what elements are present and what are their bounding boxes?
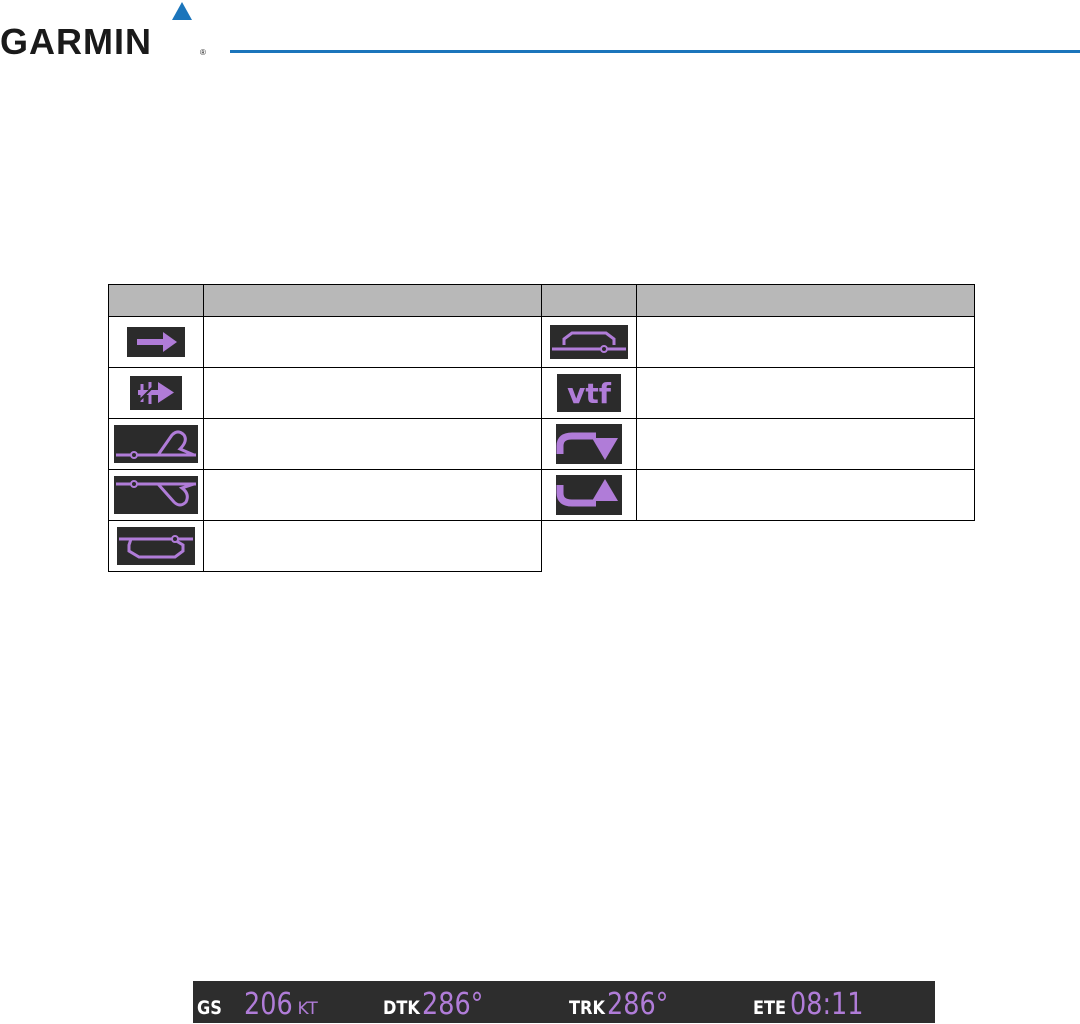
vtf-icon: vtf [557, 374, 621, 412]
turn-right-arrow-icon [556, 424, 622, 464]
logo-text: GARMIN [0, 21, 152, 62]
table-cell-description [636, 469, 975, 521]
table-header-cell [541, 284, 637, 317]
direct-to-arrow-icon [127, 327, 185, 357]
table-cell-icon [541, 418, 637, 470]
table-row: vtf [108, 367, 975, 419]
racetrack-hold-right-icon [550, 325, 628, 359]
time-enroute-field: ETE 08:11 [753, 987, 876, 1022]
header-rule [230, 50, 1080, 53]
icon-table: vtf [108, 284, 975, 572]
table-header-cell [108, 284, 204, 317]
table-header-row [108, 284, 975, 317]
racetrack-hold-left-icon [117, 527, 195, 565]
time-enroute-value: 08:11 [789, 987, 864, 1022]
table-header-cell [203, 284, 542, 317]
table-cell-icon [108, 367, 204, 419]
table-row [108, 469, 975, 521]
table-cell-icon: vtf [541, 367, 637, 419]
table-cell-empty [637, 521, 975, 572]
table-row [108, 520, 975, 572]
table-cell-empty [542, 521, 637, 572]
procedure-turn-left-icon [114, 425, 198, 463]
logo-registered-mark: ® [200, 48, 206, 57]
table-cell-icon [108, 418, 204, 470]
desired-track-label: DTK [383, 997, 420, 1019]
groundspeed-field: GS 206 KT [197, 987, 318, 1022]
groundspeed-value: 206 [244, 987, 293, 1022]
table-cell-description [636, 367, 975, 419]
table-cell-description [636, 316, 975, 368]
groundspeed-label: GS [197, 997, 222, 1019]
table-cell-icon [108, 316, 204, 368]
table-cell-description [203, 367, 542, 419]
table-cell-icon [108, 520, 204, 572]
table-cell-description [203, 520, 542, 572]
table-cell-description [203, 469, 542, 521]
table-row [108, 316, 975, 368]
table-row [108, 418, 975, 470]
track-label: TRK [569, 997, 605, 1019]
garmin-logo: GARMIN ® [0, 0, 220, 62]
procedure-turn-right-icon [114, 476, 198, 514]
navigation-status-bar: GS 206 KT DTK 286° TRK 286° ETE 08:11 [193, 981, 935, 1023]
desired-track-field: DTK 286° [383, 987, 495, 1022]
track-field: TRK 286° [569, 987, 680, 1022]
crossed-arrow-icon [130, 376, 182, 410]
table-cell-description [203, 418, 542, 470]
track-value: 286° [607, 987, 669, 1022]
table-header-cell [636, 284, 975, 317]
turn-left-arrow-icon [556, 475, 622, 515]
table-cell-description [636, 418, 975, 470]
vtf-icon-text: vtf [567, 377, 612, 410]
logo-triangle-icon [172, 2, 192, 20]
groundspeed-unit: KT [297, 999, 318, 1019]
table-cell-icon [541, 316, 637, 368]
table-cell-icon [108, 469, 204, 521]
time-enroute-label: ETE [753, 997, 787, 1019]
table-cell-icon [541, 469, 637, 521]
table-cell-description [203, 316, 542, 368]
desired-track-value: 286° [422, 987, 484, 1022]
